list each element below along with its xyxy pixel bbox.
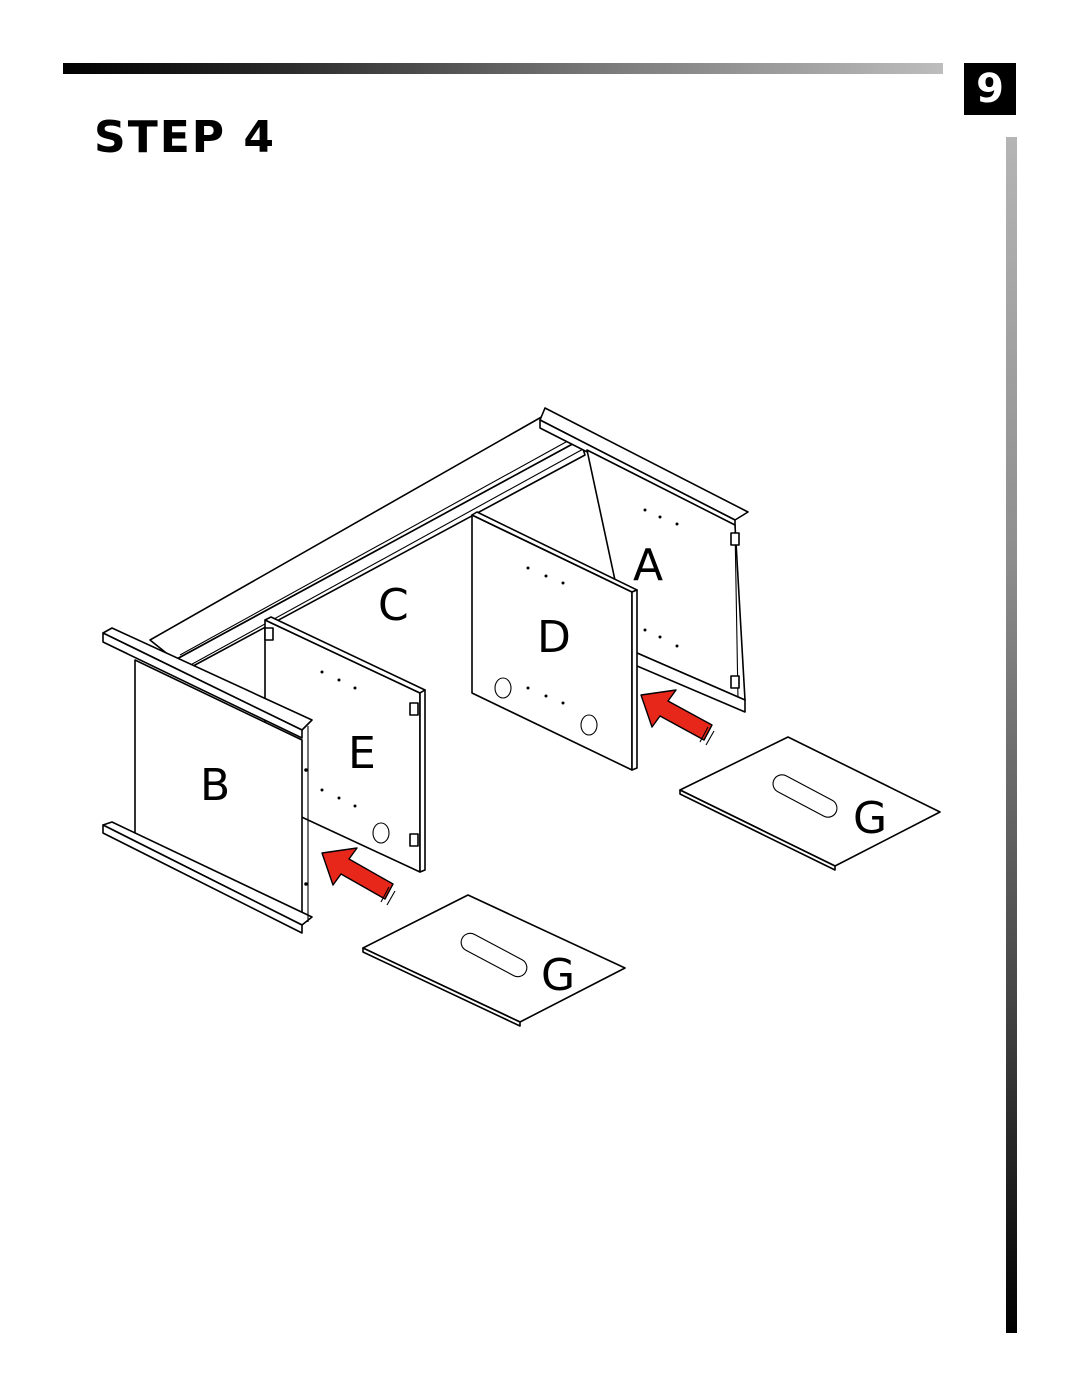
page-number-badge: 9	[964, 63, 1016, 115]
part-label-e: E	[348, 728, 376, 779]
part-label-a: A	[633, 540, 663, 591]
part-g-panel-left	[362, 894, 626, 1027]
side-rule	[1006, 137, 1017, 1333]
part-label-g-right: G	[853, 793, 887, 844]
part-b-panel	[102, 627, 313, 934]
part-label-c: C	[378, 580, 409, 631]
part-a-panel	[539, 407, 749, 713]
header-rule	[63, 63, 943, 74]
part-label-b: B	[200, 760, 230, 811]
part-label-g-left: G	[541, 950, 575, 1001]
step-title: STEP 4	[94, 112, 276, 163]
part-g-panel-right	[679, 736, 941, 871]
part-d-panel	[471, 511, 638, 771]
insert-arrow-left	[321, 847, 396, 906]
part-label-d: D	[537, 612, 571, 663]
part-e-panel	[264, 616, 426, 873]
insert-arrow-right	[640, 689, 715, 746]
